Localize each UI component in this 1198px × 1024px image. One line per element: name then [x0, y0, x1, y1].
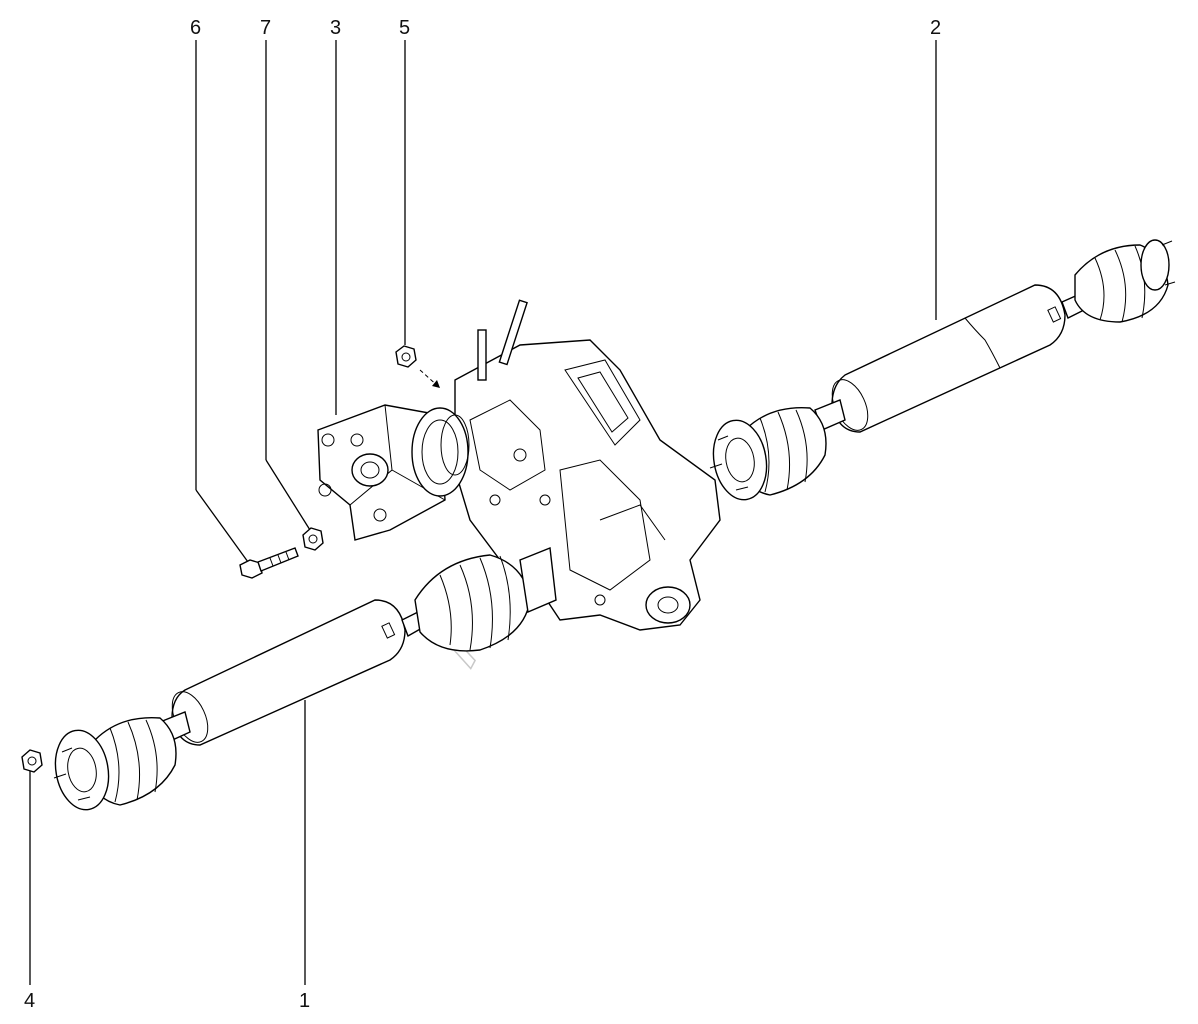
callout-3: 3: [330, 17, 341, 39]
callout-4: 4: [24, 990, 35, 1012]
callout-2: 2: [930, 17, 941, 39]
nut-4: [21, 749, 43, 773]
output-flange-3: [317, 404, 470, 541]
drive-shaft-2: [709, 239, 1176, 501]
callout-5: 5: [399, 17, 410, 39]
drive-shaft-1: [53, 547, 557, 811]
callout-1: 1: [299, 990, 310, 1012]
nut-5: [395, 345, 417, 368]
callout-6: 6: [190, 17, 201, 39]
callout-7: 7: [260, 17, 271, 39]
leader-lines: [29, 40, 937, 985]
nut-7: [302, 527, 324, 551]
transfer-case: [454, 299, 721, 631]
bolt-6: [239, 547, 299, 579]
assembly-arrow: [419, 369, 441, 389]
